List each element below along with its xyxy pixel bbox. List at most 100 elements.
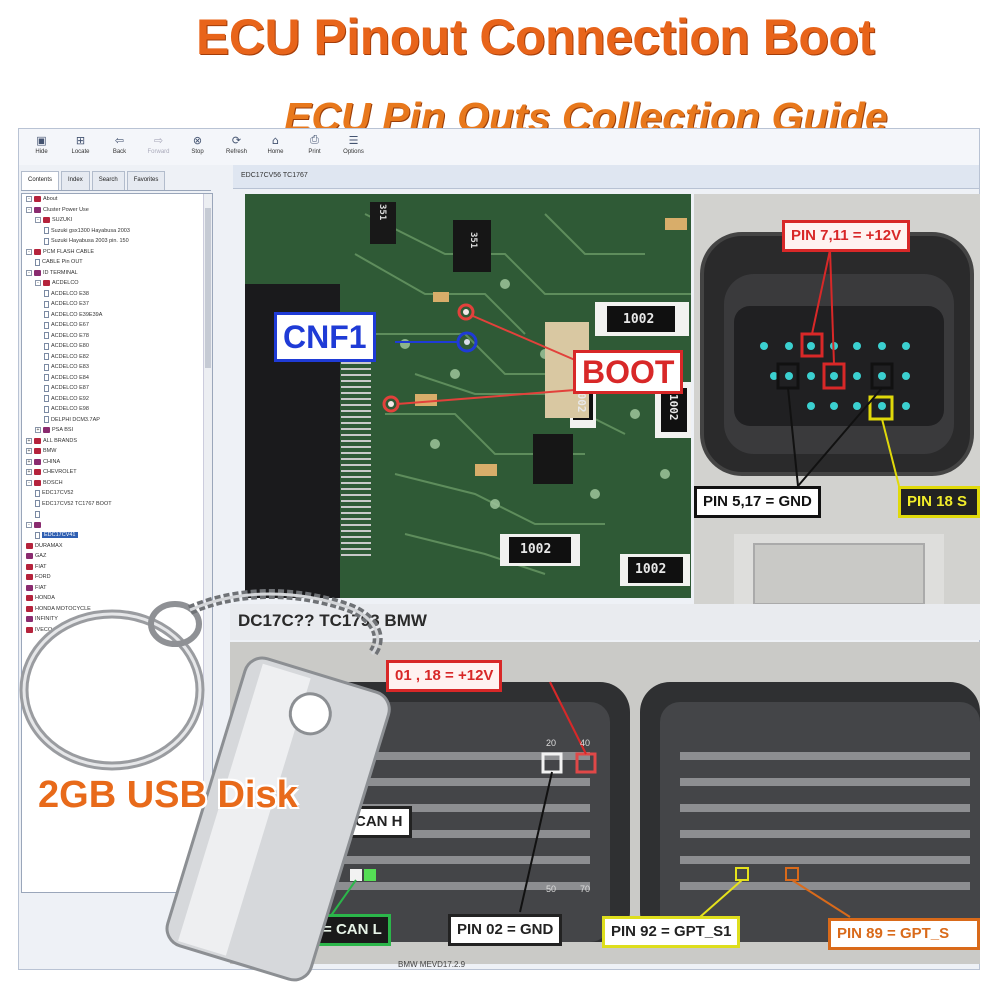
toolbar-button-label: Home bbox=[267, 149, 284, 155]
page-icon bbox=[44, 332, 49, 340]
tree-item-label: PSA BSI bbox=[52, 427, 74, 434]
tree-item[interactable]: ACDELCO E39E39A bbox=[22, 310, 212, 321]
book-icon bbox=[43, 427, 50, 434]
tree-item[interactable]: Suzuki gsx1300 Hayabusa 2003 bbox=[22, 226, 212, 237]
tree-item[interactable]: -SUZUKI bbox=[22, 215, 212, 226]
tree-item[interactable]: ACDELCO E83 bbox=[22, 362, 212, 373]
tree-item[interactable]: INFINITY bbox=[22, 614, 212, 625]
pin-number: 50 bbox=[546, 884, 557, 894]
pin-gnd-label: PIN 5,17 = GND bbox=[694, 486, 821, 518]
collapse-icon[interactable]: - bbox=[26, 521, 32, 528]
tree-item[interactable]: ACDELCO E87 bbox=[22, 383, 212, 394]
tree-item[interactable] bbox=[22, 509, 212, 520]
toolbar-options-button[interactable]: ☰Options bbox=[337, 131, 370, 163]
book-icon bbox=[34, 269, 41, 276]
tree-item[interactable]: -About bbox=[22, 194, 212, 205]
tree-item[interactable]: ACDELCO E78 bbox=[22, 331, 212, 342]
tree-item[interactable]: DELPHI DCM3.7AP bbox=[22, 415, 212, 426]
tree-item[interactable]: FORD bbox=[22, 572, 212, 583]
tree-item[interactable]: ACDELCO E82 bbox=[22, 352, 212, 363]
tree-item[interactable]: DURAMAX bbox=[22, 541, 212, 552]
toolbar-stop-button[interactable]: ⊗ Stop bbox=[181, 131, 214, 163]
expand-icon[interactable]: + bbox=[35, 427, 41, 434]
expand-icon[interactable]: + bbox=[26, 437, 32, 444]
tree-scrollbar[interactable] bbox=[203, 194, 212, 892]
tree-item[interactable]: CABLE Pin OUT bbox=[22, 257, 212, 268]
toolbar-print-button[interactable]: ⎙Print bbox=[298, 131, 331, 163]
tree-item[interactable]: Suzuki Hayabusa 2003 pin. 150 bbox=[22, 236, 212, 247]
toolbar-hide-button[interactable]: ▣Hide bbox=[25, 131, 58, 163]
tree-item[interactable]: ACDELCO E38 bbox=[22, 289, 212, 300]
tree-item[interactable]: ACDELCO E67 bbox=[22, 320, 212, 331]
stop-icon: ⊗ bbox=[192, 133, 203, 147]
tree-item[interactable]: +ALL BRANDS bbox=[22, 436, 212, 447]
toolbar-forward-button[interactable]: ⇨Forward bbox=[142, 131, 175, 163]
banner-title: ECU Pinout Connection Boot bbox=[196, 9, 875, 65]
tree-item[interactable]: HONDA MOTOCYCLE bbox=[22, 604, 212, 615]
page-icon bbox=[44, 395, 49, 403]
tree-item[interactable]: -BOSCH bbox=[22, 478, 212, 489]
toolbar-button-label: Stop bbox=[191, 149, 204, 155]
tree-item[interactable]: ACDELCO E84 bbox=[22, 373, 212, 384]
tree-item[interactable]: -PCM FLASH CABLE bbox=[22, 247, 212, 258]
tree-item[interactable]: FIAT bbox=[22, 583, 212, 594]
book-icon bbox=[34, 248, 41, 255]
options-icon: ☰ bbox=[348, 133, 359, 147]
tree-item[interactable]: EDC17CV41 bbox=[22, 530, 212, 541]
toolbar-home-button[interactable]: ⌂ Home bbox=[259, 131, 292, 163]
resistor-code: 1002 bbox=[635, 562, 667, 577]
tree-item[interactable]: +CHINA bbox=[22, 457, 212, 468]
tree-item[interactable]: + PSA BSI bbox=[22, 425, 212, 436]
tree-item-label: ACDELCO E78 bbox=[51, 332, 89, 339]
collapse-icon[interactable]: - bbox=[26, 206, 32, 213]
tree-item[interactable]: + BMW bbox=[22, 446, 212, 457]
expand-icon[interactable]: + bbox=[26, 458, 32, 465]
tab-contents[interactable]: Contents bbox=[21, 171, 60, 190]
tree-item-label: INFINITY bbox=[35, 616, 58, 623]
tree-item-label: DURAMAX bbox=[35, 542, 63, 549]
toolbar-locate-button[interactable]: ⊞Locate bbox=[64, 131, 97, 163]
expand-icon[interactable]: + bbox=[26, 448, 32, 455]
collapse-icon[interactable]: - bbox=[26, 196, 32, 203]
usb-drive-illustration bbox=[19, 589, 391, 982]
tree-item[interactable]: ACDELCO E37 bbox=[22, 299, 212, 310]
document-header: EDC17CV56 TC1767 bbox=[233, 165, 979, 189]
forward-arrow-icon: ⇨ bbox=[153, 133, 164, 147]
collapse-icon[interactable]: - bbox=[35, 217, 41, 224]
tab-favorites[interactable]: Favorites bbox=[126, 171, 166, 190]
tree-item[interactable]: HONDA bbox=[22, 593, 212, 604]
collapse-icon[interactable]: - bbox=[26, 248, 32, 255]
tree-item-label: EDC17CV52 TC1767 BOOT bbox=[42, 500, 112, 507]
tree-item-label: BMW bbox=[43, 448, 57, 455]
tree-item[interactable]: -ACDELCO bbox=[22, 278, 212, 289]
home-icon: ⌂ bbox=[272, 133, 279, 147]
tree-item[interactable]: ACDELCO E80 bbox=[22, 341, 212, 352]
page-icon bbox=[35, 531, 40, 539]
collapse-icon[interactable]: - bbox=[26, 479, 32, 486]
tree-item[interactable]: ACDELCO E92 bbox=[22, 394, 212, 405]
hide-icon: ▣ bbox=[36, 133, 47, 147]
tree-item[interactable]: -ID TERMINAL bbox=[22, 268, 212, 279]
expand-icon[interactable]: + bbox=[26, 469, 32, 476]
pin-number: 20 bbox=[546, 738, 557, 748]
tree-item[interactable]: FIAT bbox=[22, 562, 212, 573]
toolbar-refresh-button[interactable]: ⟳Refresh bbox=[220, 131, 253, 163]
tab-index[interactable]: Index bbox=[61, 171, 90, 190]
tree-item[interactable]: ACDELCO E98 bbox=[22, 404, 212, 415]
tree-item[interactable]: - bbox=[22, 520, 212, 531]
toolbar-back-button[interactable]: ⇦Back bbox=[103, 131, 136, 163]
collapse-icon[interactable]: - bbox=[26, 269, 32, 276]
page-icon bbox=[35, 500, 40, 508]
tree-item[interactable]: -Cluster Power Use bbox=[22, 205, 212, 216]
tree-item[interactable]: EDC17CV52 bbox=[22, 488, 212, 499]
tree-item[interactable]: +CHEVROLET bbox=[22, 467, 212, 478]
collapse-icon[interactable]: - bbox=[35, 280, 41, 287]
tab-search[interactable]: Search bbox=[91, 171, 125, 190]
pin-18-label: PIN 18 S bbox=[898, 486, 980, 518]
tree-item[interactable]: EDC17CV52 TC1767 BOOT bbox=[22, 499, 212, 510]
tree-item-label: ACDELCO E83 bbox=[51, 364, 89, 371]
gpt-s2-label: PIN 89 = GPT_S bbox=[828, 918, 980, 950]
tree-item[interactable]: GAZ bbox=[22, 551, 212, 562]
tree-item[interactable]: IVECO bbox=[22, 625, 212, 636]
